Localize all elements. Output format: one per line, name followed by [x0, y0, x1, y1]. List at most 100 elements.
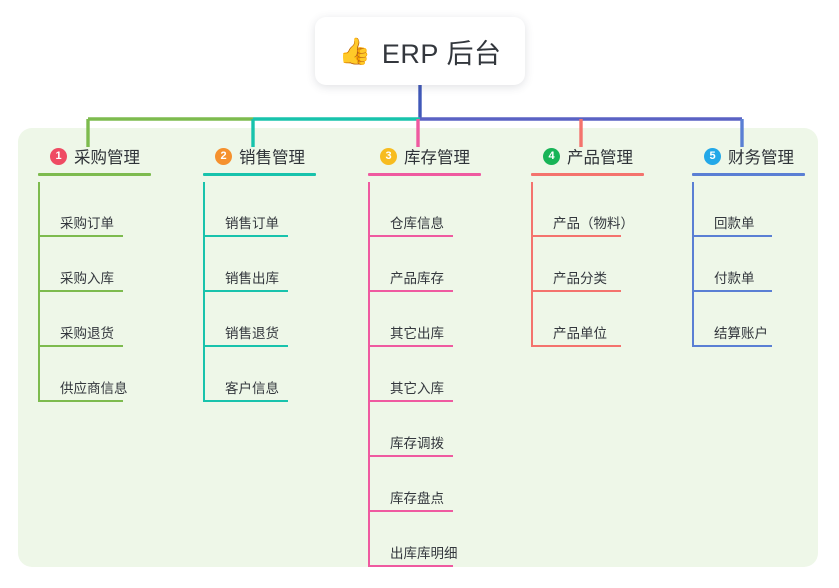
branch-header-underline-5 — [692, 173, 805, 176]
leaf-item-label: 采购退货 — [60, 325, 114, 341]
leaf-item-underline — [38, 400, 123, 402]
leaf-item-label: 供应商信息 — [60, 380, 128, 396]
branch-column-3: 3 库存管理仓库信息产品库存其它出库其它入库库存调拨库存盘点出库库明细 — [368, 143, 481, 567]
leaf-item-underline — [692, 235, 772, 237]
leaf-item-label: 销售退货 — [225, 325, 279, 341]
leaf-item[interactable]: 销售订单 — [203, 182, 305, 237]
branch-badge-2: 2 — [215, 147, 232, 165]
leaf-item-label: 采购入库 — [60, 270, 114, 286]
leaf-item-underline — [368, 345, 453, 347]
leaf-item-underline — [531, 290, 621, 292]
leaf-item-label: 其它入库 — [390, 380, 444, 396]
leaf-item-label: 付款单 — [714, 270, 755, 286]
leaf-item[interactable]: 付款单 — [692, 237, 794, 292]
leaf-item[interactable]: 客户信息 — [203, 347, 305, 402]
leaf-item-label: 采购订单 — [60, 215, 114, 231]
branch-column-4: 4 产品管理产品（物料） 产品分类产品单位 — [531, 143, 644, 347]
branch-title-4: 产品管理 — [567, 149, 633, 167]
leaf-item[interactable]: 供应商信息 — [38, 347, 140, 402]
leaf-item[interactable]: 采购订单 — [38, 182, 140, 237]
leaf-item-underline — [203, 235, 288, 237]
leaf-item-label: 产品（物料） — [553, 215, 634, 231]
leaf-item-label: 销售出库 — [225, 270, 279, 286]
branch-badge-4: 4 — [543, 147, 560, 165]
leaf-item[interactable]: 库存调拨 — [368, 402, 470, 457]
diagram-background-panel — [18, 128, 818, 567]
leaf-item-underline — [38, 235, 123, 237]
branch-badge-5: 5 — [704, 147, 721, 165]
leaf-item-label: 其它出库 — [390, 325, 444, 341]
leaf-item[interactable]: 其它出库 — [368, 292, 470, 347]
branch-spine-4 — [531, 182, 533, 347]
branch-header-underline-3 — [368, 173, 481, 176]
thumbs-up-icon: 👍 — [338, 36, 371, 66]
leaf-item-label: 库存调拨 — [390, 435, 444, 451]
branch-header-underline-2 — [203, 173, 316, 176]
leaf-item-label: 产品分类 — [553, 270, 607, 286]
leaf-item-underline — [368, 510, 453, 512]
leaf-item-underline — [203, 345, 288, 347]
leaf-item-underline — [203, 400, 288, 402]
branch-header-5[interactable]: 5 财务管理 — [692, 143, 805, 176]
branch-column-2: 2 销售管理销售订单销售出库销售退货客户信息 — [203, 143, 316, 402]
leaf-item-underline — [531, 345, 621, 347]
leaf-item[interactable]: 出库库明细 — [368, 512, 470, 567]
leaf-item-underline — [38, 345, 123, 347]
leaf-item[interactable]: 销售出库 — [203, 237, 305, 292]
leaf-item[interactable]: 库存盘点 — [368, 457, 470, 512]
branch-spine-3 — [368, 182, 370, 567]
leaf-item[interactable]: 采购入库 — [38, 237, 140, 292]
branch-badge-3: 3 — [380, 147, 397, 165]
leaf-item-label: 客户信息 — [225, 380, 279, 396]
leaf-item[interactable]: 结算账户 — [692, 292, 794, 347]
branch-badge-1: 1 — [50, 147, 67, 165]
leaf-item-label: 产品库存 — [390, 270, 444, 286]
root-node-title: ERP 后台 — [381, 38, 502, 69]
leaf-item-underline — [38, 290, 123, 292]
leaf-item-underline — [692, 290, 772, 292]
leaf-item-underline — [203, 290, 288, 292]
branch-header-4[interactable]: 4 产品管理 — [531, 143, 644, 176]
leaf-item-underline — [368, 565, 453, 567]
branch-header-1[interactable]: 1 采购管理 — [38, 143, 151, 176]
branch-title-3: 库存管理 — [404, 149, 470, 167]
branch-spine-2 — [203, 182, 205, 402]
leaf-item-underline — [692, 345, 772, 347]
branch-title-5: 财务管理 — [728, 149, 794, 167]
branch-title-2: 销售管理 — [239, 149, 305, 167]
leaf-item[interactable]: 产品库存 — [368, 237, 470, 292]
leaf-item-label: 回款单 — [714, 215, 755, 231]
branch-items-1: 采购订单采购入库采购退货供应商信息 — [38, 182, 140, 402]
leaf-item[interactable]: 采购退货 — [38, 292, 140, 347]
leaf-item[interactable]: 产品单位 — [531, 292, 634, 347]
leaf-item-label: 产品单位 — [553, 325, 607, 341]
leaf-item[interactable]: 销售退货 — [203, 292, 305, 347]
leaf-item-label: 结算账户 — [714, 325, 768, 341]
leaf-item[interactable]: 其它入库 — [368, 347, 470, 402]
leaf-item-label: 销售订单 — [225, 215, 279, 231]
branch-items-2: 销售订单销售出库销售退货客户信息 — [203, 182, 305, 402]
leaf-item-label: 出库库明细 — [390, 545, 458, 561]
branch-items-5: 回款单付款单结算账户 — [692, 182, 794, 347]
leaf-item-label: 库存盘点 — [390, 490, 444, 506]
branch-column-5: 5 财务管理回款单付款单结算账户 — [692, 143, 805, 347]
leaf-item-underline — [368, 235, 453, 237]
leaf-item-underline — [531, 235, 621, 237]
branch-header-underline-4 — [531, 173, 644, 176]
leaf-item-underline — [368, 400, 453, 402]
branch-spine-5 — [692, 182, 694, 347]
branch-title-1: 采购管理 — [74, 149, 140, 167]
root-node[interactable]: 👍 ERP 后台 — [315, 17, 525, 85]
branch-header-2[interactable]: 2 销售管理 — [203, 143, 316, 176]
branch-items-3: 仓库信息产品库存其它出库其它入库库存调拨库存盘点出库库明细 — [368, 182, 470, 567]
leaf-item[interactable]: 回款单 — [692, 182, 794, 237]
branch-header-3[interactable]: 3 库存管理 — [368, 143, 481, 176]
branch-column-1: 1 采购管理采购订单采购入库采购退货供应商信息 — [38, 143, 151, 402]
leaf-item[interactable]: 仓库信息 — [368, 182, 470, 237]
branch-spine-1 — [38, 182, 40, 402]
leaf-item[interactable]: 产品（物料） — [531, 182, 634, 237]
leaf-item[interactable]: 产品分类 — [531, 237, 634, 292]
branch-items-4: 产品（物料） 产品分类产品单位 — [531, 182, 634, 347]
leaf-item-label: 仓库信息 — [390, 215, 444, 231]
